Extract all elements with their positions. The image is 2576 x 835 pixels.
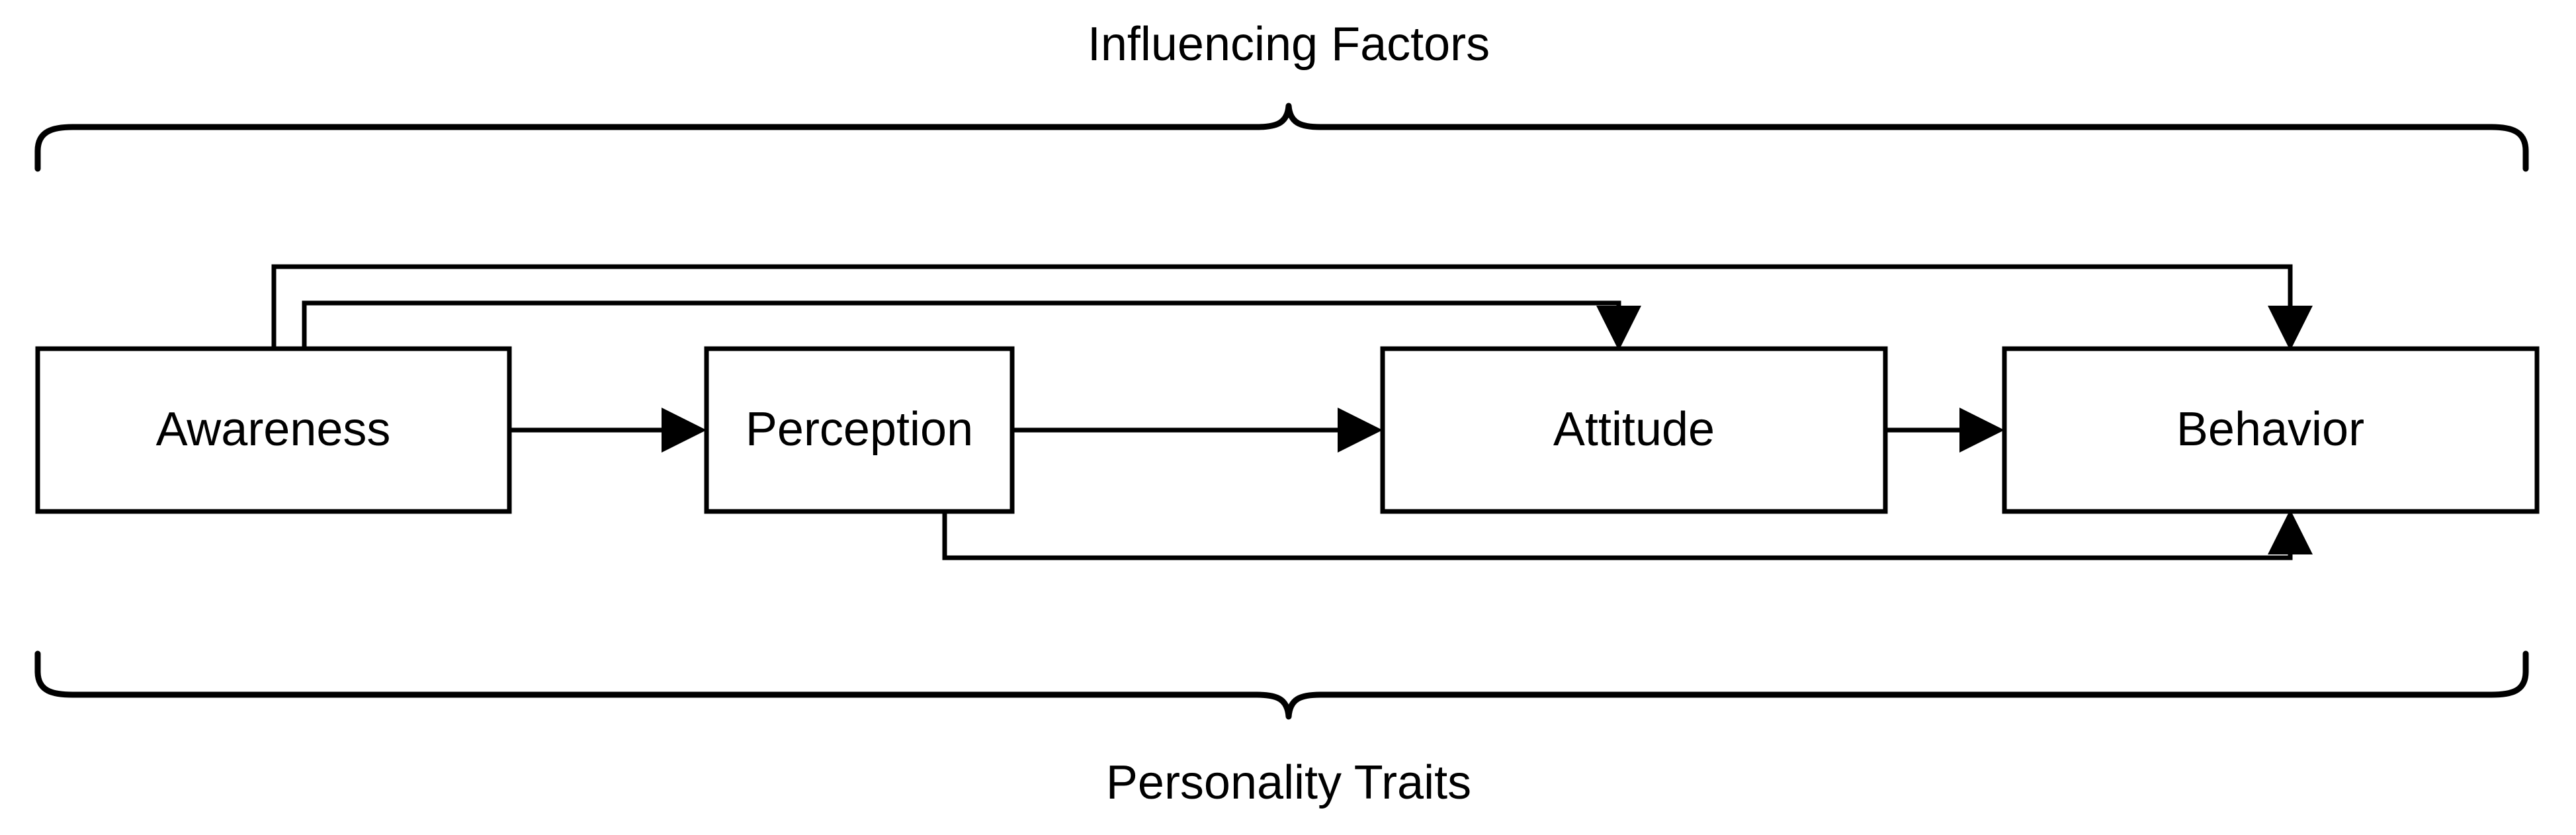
edge-awareness-to-attitude bbox=[302, 300, 1621, 349]
node-awareness[interactable]: Awareness bbox=[35, 346, 512, 514]
arrowhead-attitude-to-behavior bbox=[1959, 408, 2004, 453]
node-perception-box[interactable] bbox=[704, 346, 1015, 514]
arrowhead-awareness-to-attitude bbox=[1596, 306, 1641, 351]
node-awareness-label: Awareness bbox=[156, 403, 391, 456]
arrowhead-perception-to-attitude bbox=[1338, 408, 1383, 453]
arrowhead-awareness-to-behavior bbox=[2268, 306, 2313, 351]
node-attitude[interactable]: Attitude bbox=[1380, 346, 1888, 514]
node-perception-label: Perception bbox=[746, 403, 973, 456]
bottom-brace bbox=[34, 650, 2529, 720]
node-behavior-box[interactable] bbox=[2002, 346, 2540, 514]
edge-perception-to-behavior bbox=[942, 511, 2293, 560]
arrowhead-perception-to-behavior bbox=[2268, 509, 2313, 554]
edge-awareness-to-behavior bbox=[271, 264, 2293, 349]
arrowhead-awareness-to-perception bbox=[662, 408, 707, 453]
bottom-group-label: Personality Traits bbox=[1106, 756, 1471, 809]
node-perception[interactable]: Perception bbox=[704, 346, 1015, 514]
node-attitude-box[interactable] bbox=[1380, 346, 1888, 514]
node-awareness-box[interactable] bbox=[35, 346, 512, 514]
node-behavior-label: Behavior bbox=[2176, 403, 2364, 456]
node-behavior[interactable]: Behavior bbox=[2002, 346, 2540, 514]
node-attitude-label: Attitude bbox=[1553, 403, 1715, 456]
top-brace bbox=[34, 103, 2529, 172]
top-group-label: Influencing Factors bbox=[1088, 18, 1490, 71]
